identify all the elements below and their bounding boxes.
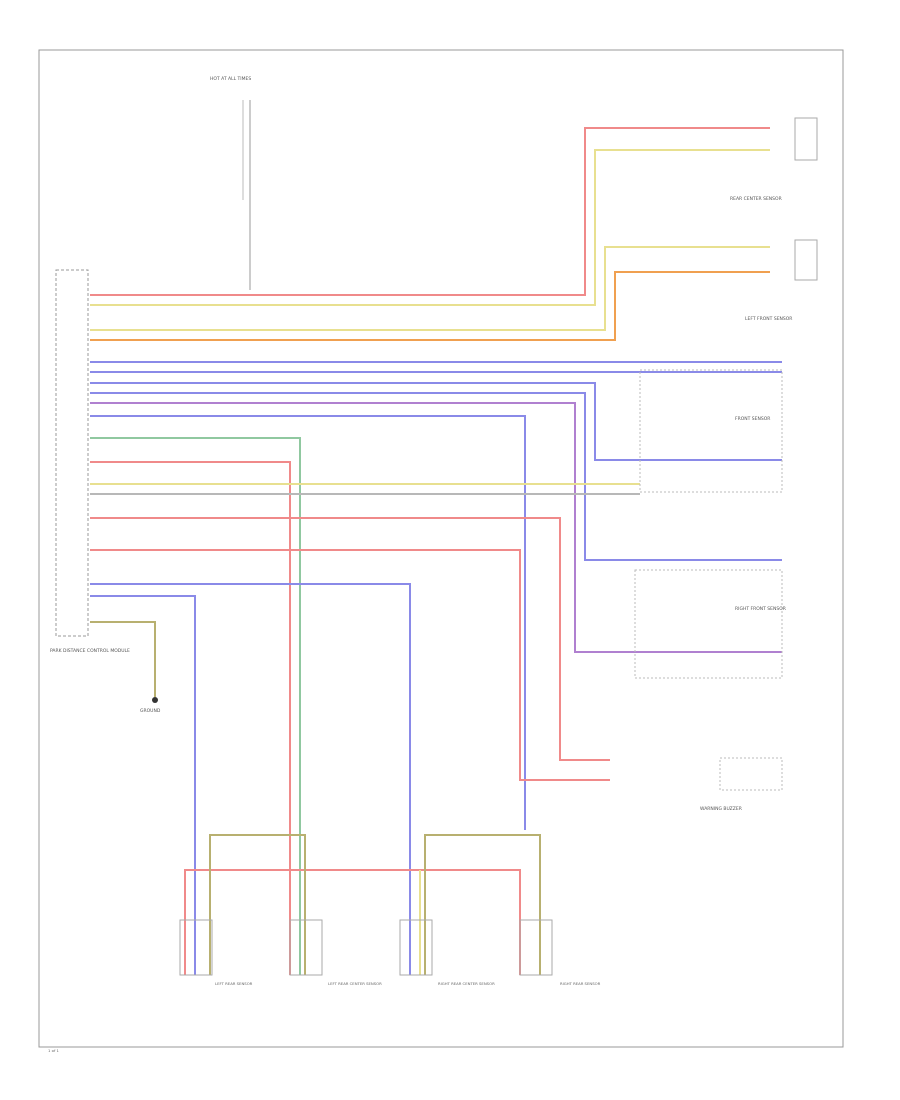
left-rear-center-sensor: LEFT REAR CENTER SENSOR [289, 919, 382, 986]
rear-center-sensor-label: REAR CENTER SENSOR [730, 196, 782, 202]
rear-center-sensor-connector: REAR CENTER SENSOR [730, 117, 818, 202]
sensor-bus-wires [90, 361, 782, 975]
control-module [55, 269, 89, 637]
ground-label: GROUND [140, 708, 161, 714]
warning-buzzer-connector: WARNING BUZZER [700, 757, 783, 812]
right-front-sensor-label: RIGHT FRONT SENSOR [735, 606, 786, 612]
right-rear-center-sensor-label: RIGHT REAR CENTER SENSOR [438, 981, 495, 986]
right-rear-center-sensor: RIGHT REAR CENTER SENSOR [399, 919, 495, 986]
front-sensor-connector: FRONT SENSOR [639, 369, 783, 493]
left-front-sensor-label: LEFT FRONT SENSOR [745, 316, 792, 322]
rear-sensor-wires [184, 834, 541, 975]
control-module-label: PARK DISTANCE CONTROL MODULE [50, 648, 130, 654]
left-front-sensor-connector: LEFT FRONT SENSOR [745, 239, 818, 322]
right-front-sensor-connector: RIGHT FRONT SENSOR [634, 569, 786, 679]
page-number: 1 of 1 [48, 1048, 59, 1053]
right-rear-sensor-label: RIGHT REAR SENSOR [560, 981, 601, 986]
left-rear-sensor-label: LEFT REAR SENSOR [215, 981, 253, 986]
left-rear-center-sensor-label: LEFT REAR CENTER SENSOR [328, 981, 382, 986]
power-feed-label: HOT AT ALL TIMES [210, 76, 251, 82]
power-feed: HOT AT ALL TIMES [210, 76, 251, 290]
left-rear-sensor: LEFT REAR SENSOR [179, 919, 253, 986]
diagram-frame [38, 49, 844, 1048]
warning-buzzer-label: WARNING BUZZER [700, 806, 742, 812]
upper-wires [90, 127, 770, 341]
ground-connection: GROUND [90, 621, 161, 714]
right-rear-sensor: RIGHT REAR SENSOR [519, 919, 601, 986]
front-sensor-label: FRONT SENSOR [735, 416, 770, 422]
